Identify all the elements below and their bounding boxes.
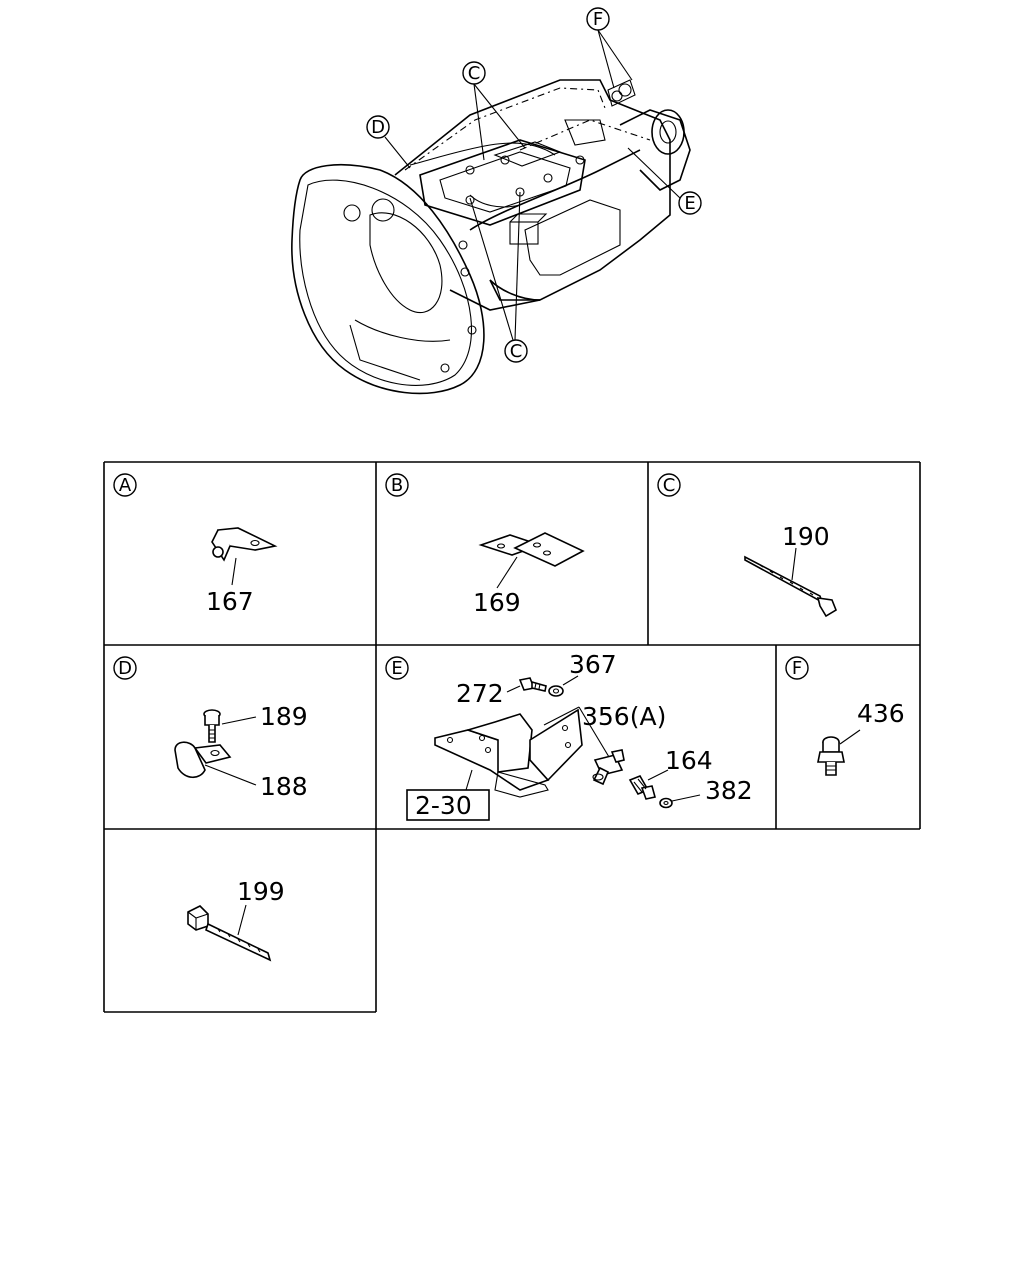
- top-cover: [419, 139, 586, 226]
- part-164-fitting: [628, 774, 656, 800]
- panel-c: C 190: [657, 473, 837, 618]
- panel-a: A 167: [113, 473, 278, 616]
- panel-d: D 189 188: [113, 656, 308, 801]
- part-367-label: 367: [569, 650, 617, 679]
- callout-c-bottom-label: C: [510, 341, 523, 362]
- callout-c-top: [462, 61, 486, 85]
- part-436-label: 436: [857, 699, 905, 728]
- part-382-washer: [659, 797, 673, 809]
- panel-b-letter: B: [391, 475, 403, 496]
- panel-b: B 169: [385, 473, 585, 617]
- part-167-bracket: [211, 527, 278, 562]
- part-436-breather: [817, 736, 845, 776]
- panel-a-letter: A: [119, 475, 132, 496]
- panel-a-letter-circle: [113, 473, 137, 497]
- part-188-label: 188: [260, 772, 308, 801]
- panel-f-letter: F: [792, 658, 802, 679]
- panel-d-letter-circle: [113, 656, 137, 680]
- rear-housing: [619, 109, 691, 191]
- callout-f: [586, 7, 610, 31]
- transmission-case: [394, 79, 671, 301]
- part-189-bolt: [203, 709, 221, 743]
- reference-2-30-bracket: [434, 708, 583, 798]
- part-189-label: 189: [260, 702, 308, 731]
- part-199-cable-tie: [187, 905, 272, 962]
- part-169-label: 169: [473, 588, 521, 617]
- part-167-label: 167: [206, 587, 254, 616]
- part-188-clip: [174, 741, 232, 779]
- panel-e: E 367 272 356(A) 2-30: [385, 650, 753, 821]
- part-356a-tee-fitting: [592, 749, 625, 786]
- panel-f: F 436: [785, 656, 905, 776]
- part-272-bolt: [518, 677, 547, 692]
- panel-199: 199: [187, 877, 285, 962]
- part-382-label: 382: [705, 776, 753, 805]
- part-164-label: 164: [665, 746, 713, 775]
- reference-2-30-label: 2-30: [415, 791, 472, 820]
- panel-c-letter-circle: [657, 473, 681, 497]
- panel-b-letter-circle: [385, 473, 409, 497]
- part-367-washer: [548, 685, 564, 697]
- reference-2-30-box: [406, 789, 490, 821]
- callout-d: [366, 115, 390, 139]
- part-190-label: 190: [782, 522, 830, 551]
- transmission-overview: [291, 79, 691, 395]
- panel-e-letter: E: [391, 658, 402, 679]
- panel-e-letter-circle: [385, 656, 409, 680]
- callout-c-top-label: C: [468, 63, 481, 84]
- overview-callouts: F C D E C: [366, 7, 702, 363]
- panel-f-letter-circle: [785, 656, 809, 680]
- callout-d-label: D: [371, 117, 385, 138]
- panel-d-letter: D: [118, 658, 132, 679]
- part-190-cable-tie: [744, 555, 837, 618]
- part-356a-label: 356(A): [582, 702, 666, 731]
- callout-f-label: F: [593, 9, 603, 30]
- callout-e: [678, 191, 702, 215]
- part-199-label: 199: [237, 877, 285, 906]
- callout-e-label: E: [684, 193, 695, 214]
- panel-c-letter: C: [663, 475, 676, 496]
- part-169-plate: [478, 532, 585, 567]
- part-272-label: 272: [456, 679, 504, 708]
- callout-c-bottom: [504, 339, 528, 363]
- detail-grid: [103, 461, 921, 1013]
- bell-housing: [291, 164, 485, 395]
